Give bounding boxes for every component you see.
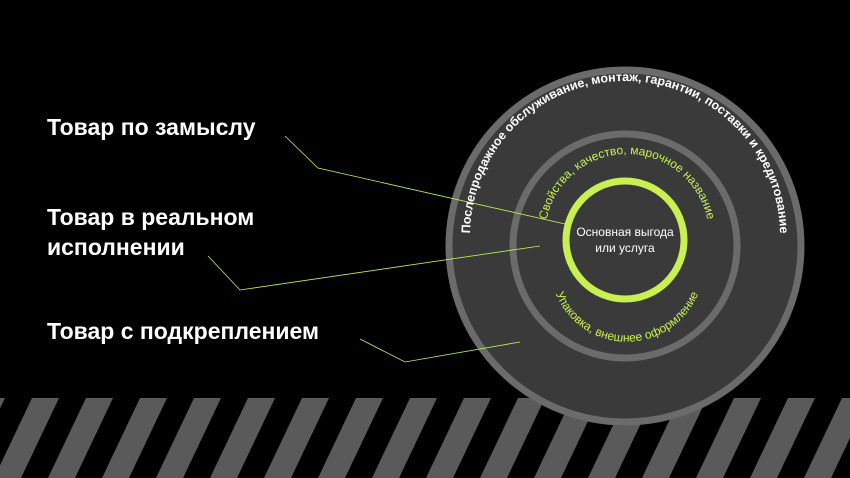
pointer-line-concept <box>284 135 566 225</box>
stripe <box>426 398 491 478</box>
stripe <box>804 398 850 478</box>
label-concept: Товар по замыслу <box>47 114 256 140</box>
stripe <box>0 398 5 409</box>
pointer-line-actual <box>207 245 541 291</box>
stripe <box>318 398 383 478</box>
stripe <box>0 398 59 478</box>
rings <box>445 66 805 426</box>
stripe <box>372 398 437 478</box>
stripe <box>156 398 221 478</box>
label-augmented: Товар с подкреплением <box>47 318 320 344</box>
stripe <box>264 398 329 478</box>
stripe <box>480 398 545 478</box>
pointer-lines <box>207 135 566 363</box>
stripe <box>48 398 113 478</box>
label-actual-line2: исполнении <box>47 234 185 260</box>
hazard-stripes <box>0 398 850 478</box>
stripe <box>210 398 275 478</box>
label-actual: Товар в реальном исполнении <box>47 202 254 262</box>
stripe <box>696 398 761 478</box>
stripe <box>750 398 815 478</box>
core-label-line1: Основная выгода <box>576 225 674 239</box>
stripe <box>102 398 167 478</box>
pointer-line-augmented <box>359 338 521 363</box>
stripe <box>642 398 707 478</box>
core-ring <box>562 177 688 303</box>
label-actual-line1: Товар в реальном <box>47 204 255 230</box>
core-label-line2: или услуга <box>595 241 655 255</box>
